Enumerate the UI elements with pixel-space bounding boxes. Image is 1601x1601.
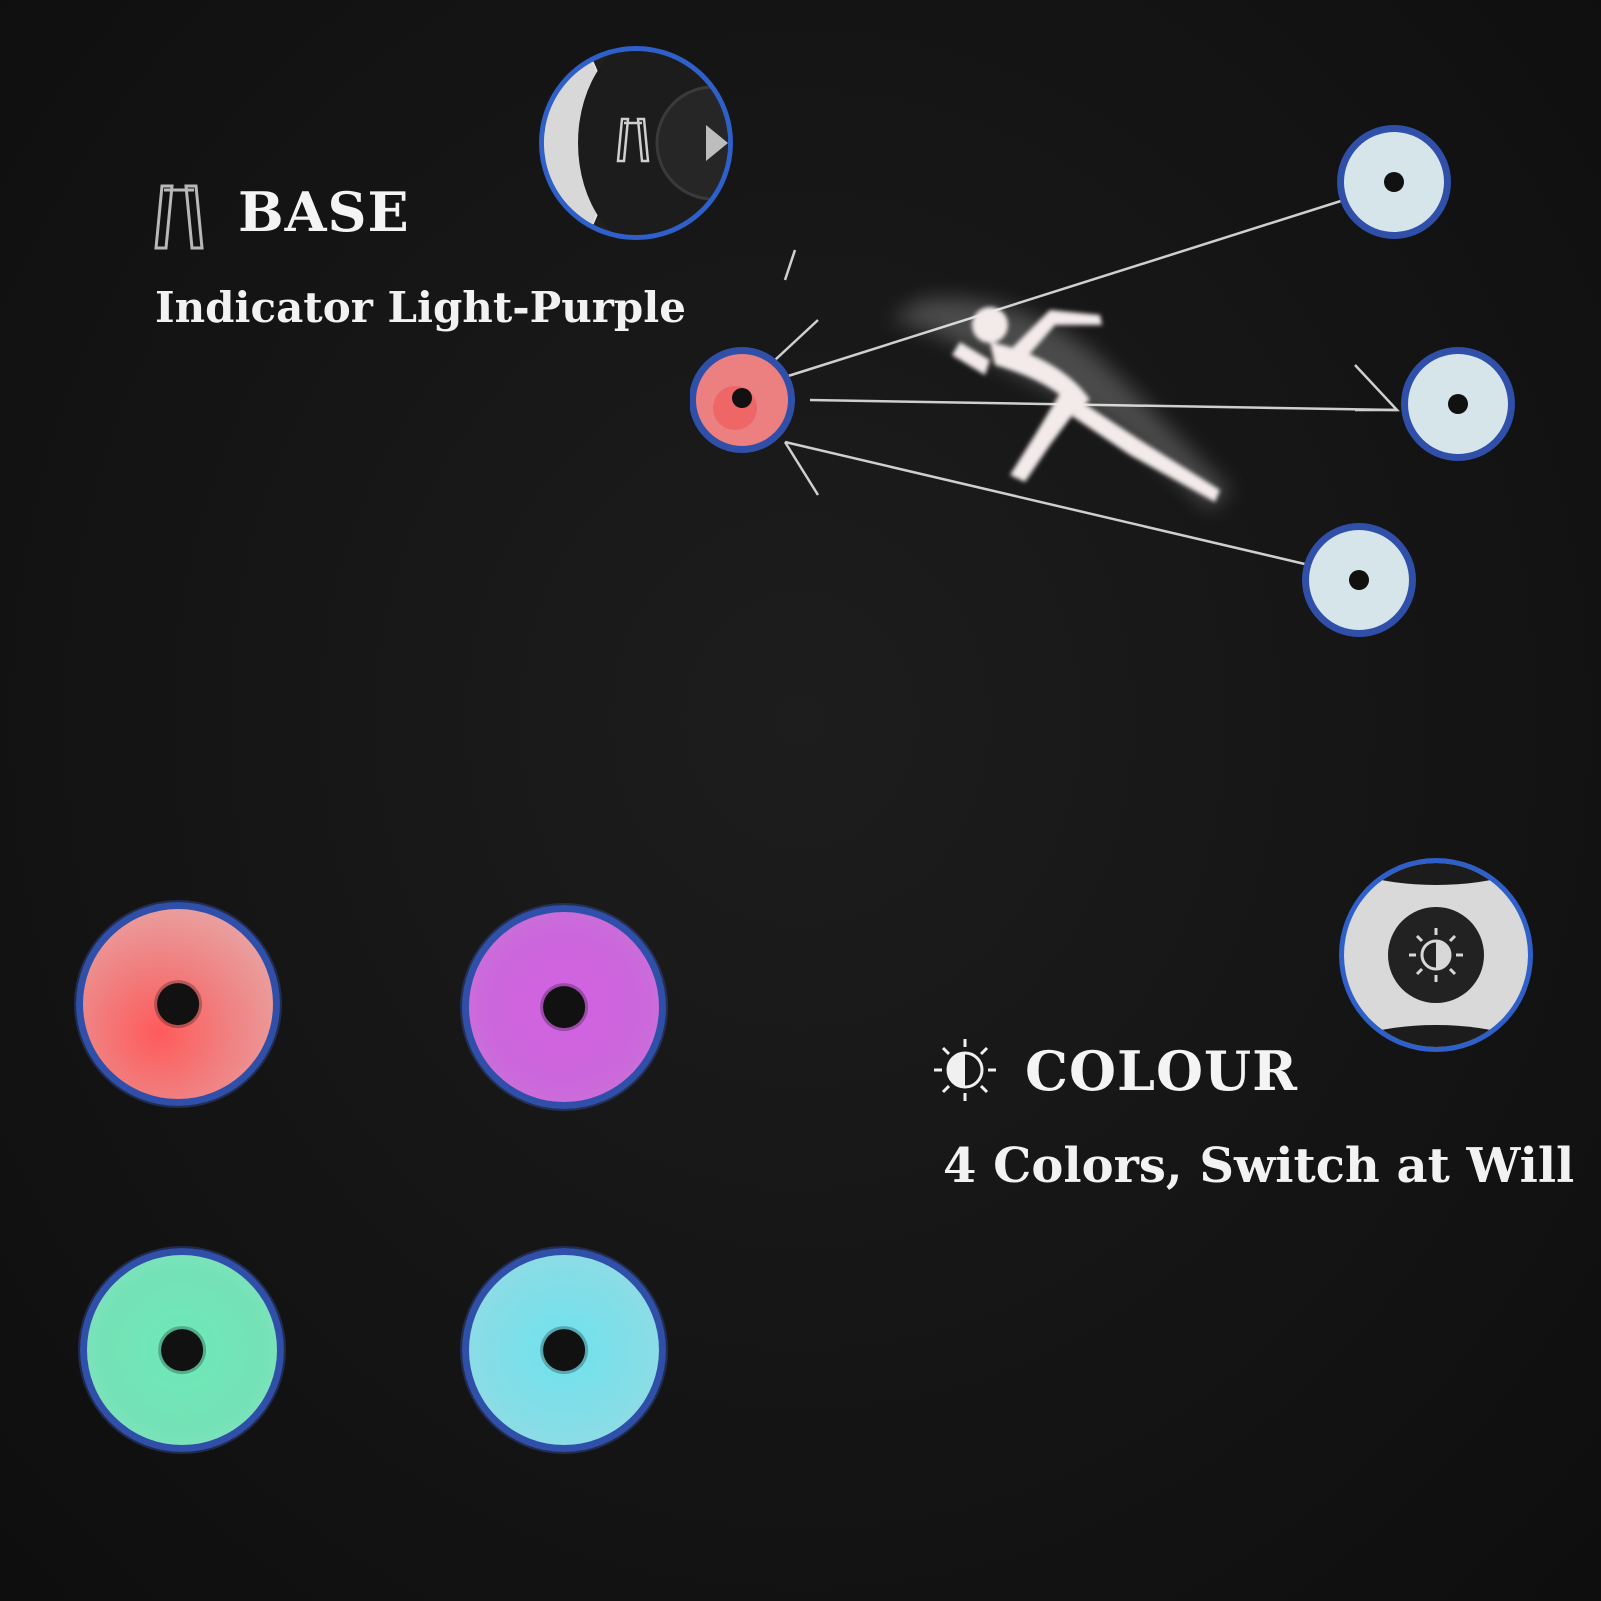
colour-heading: COLOUR [1025, 1039, 1298, 1103]
mode-button-closeup [538, 45, 734, 241]
mode-button-illustration [539, 46, 733, 240]
light-pod-purple [462, 905, 666, 1109]
colour-button-closeup [1338, 857, 1534, 1053]
light-pod-red [76, 902, 280, 1106]
reaction-diagram [689, 125, 1515, 637]
pod-hole [161, 1329, 203, 1371]
brightness-icon [934, 1039, 996, 1101]
pod-hole [543, 1329, 585, 1371]
reaction-illustration [689, 120, 1570, 660]
base-stand-icon [616, 117, 650, 163]
target-pod-bottom [1302, 523, 1416, 637]
colour-button-illustration [1339, 858, 1533, 1052]
base-section: BASE Indicator Light-Purple [150, 180, 710, 350]
base-subheading: Indicator Light-Purple [155, 283, 686, 332]
target-pod-middle [1401, 347, 1515, 461]
colour-subheading: 4 Colors, Switch at Will [943, 1138, 1575, 1194]
start-pod [689, 347, 795, 453]
colour-section: COLOUR 4 Colors, Switch at Will [930, 1035, 1590, 1205]
pod-hole [543, 986, 585, 1028]
brightness-icon [1409, 928, 1463, 982]
base-stand-icon [154, 184, 204, 250]
light-pod-green [80, 1248, 284, 1452]
light-pod-cyan [462, 1248, 666, 1452]
base-heading: BASE [238, 180, 410, 244]
running-athlete-icon [890, 298, 1230, 510]
target-pod-top [1337, 125, 1451, 239]
pod-hole [157, 983, 199, 1025]
